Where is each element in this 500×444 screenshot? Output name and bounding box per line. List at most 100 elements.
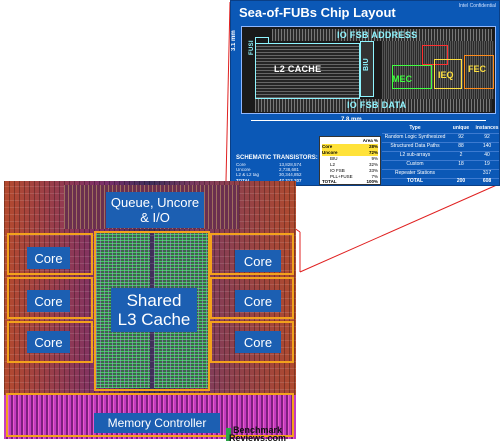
core-label-left-2: Core xyxy=(27,290,70,312)
fec-label: FEC xyxy=(468,64,486,74)
area-row-label: TOTAL xyxy=(322,179,337,184)
width-dimension-line xyxy=(251,120,486,121)
area-row-value: 72% xyxy=(368,150,378,155)
biu-region xyxy=(360,41,374,97)
instances-cell: 92 xyxy=(484,134,490,140)
core-label-right-2: Core xyxy=(235,290,281,312)
area-row-value: 33% xyxy=(368,168,378,173)
l2-cache-region xyxy=(255,43,360,99)
confidential-label: Intel Confidential xyxy=(458,3,496,9)
transistor-value-core: 13,828,574 xyxy=(279,162,302,167)
area-row: Uncore 72% xyxy=(322,150,378,156)
memory-outline xyxy=(6,393,294,437)
area-row-label: IO FSB xyxy=(330,168,345,173)
unique-cell: 200 xyxy=(456,178,466,184)
area-row: L2 32% xyxy=(322,162,378,168)
type-cell: Custom xyxy=(406,161,424,167)
transistor-label-l2: L2 & L2 tag xyxy=(236,172,260,177)
unique-cell: 18 xyxy=(458,161,464,167)
type-header: Type xyxy=(409,125,421,131)
area-header-text: Area % xyxy=(362,138,378,143)
area-row-label: Uncore xyxy=(322,150,338,155)
biu-label: BIU xyxy=(363,58,370,71)
table-row: Structured Data Paths 88 140 xyxy=(382,143,499,152)
area-row-label: PLL+FUSE xyxy=(330,174,353,179)
connector-line-bottom-right xyxy=(299,183,500,273)
unique-header: unique xyxy=(452,125,470,131)
transistor-total-value: 47,212,207 xyxy=(279,178,302,183)
type-table-header: Type unique instances xyxy=(382,125,499,134)
l2-cache-label: L2 CACHE xyxy=(274,64,322,74)
ieq-outline xyxy=(434,59,462,89)
io-fsb-data-region xyxy=(255,99,492,112)
chip-layout-inset: Sea-of-FUBs Chip Layout Intel Confidenti… xyxy=(230,0,500,186)
benchmark-logo-icon xyxy=(226,428,231,441)
core-label-left-3: Core xyxy=(27,331,70,353)
io-fsb-address-label: IO FSB ADDRESS xyxy=(337,30,418,40)
fec-outline xyxy=(464,55,494,89)
watermark-line2: Reviews.com xyxy=(229,433,287,443)
instances-header: instances xyxy=(475,125,499,131)
type-cell: L2 sub-arrays xyxy=(399,152,431,158)
queue-uncore-io-label: Queue, Uncore & I/O xyxy=(106,192,204,228)
instances-cell: 19 xyxy=(484,161,490,167)
area-row-value: 28% xyxy=(368,144,378,149)
fub-type-table: Type unique instances Random Logic Synth… xyxy=(382,125,499,185)
fub-red-outline xyxy=(422,45,448,65)
mec-outline xyxy=(392,65,432,89)
table-row: Custom 18 19 xyxy=(382,161,499,170)
type-cell: Random Logic Synthesized xyxy=(384,134,446,140)
transistor-total-label: TOTAL xyxy=(236,178,251,183)
area-row-label: L2 xyxy=(330,162,336,167)
core-fub-region xyxy=(382,41,494,99)
area-row-label: BIU xyxy=(330,156,338,161)
unique-cell xyxy=(448,170,474,178)
benchmark-watermark: Benchmark Reviews.com xyxy=(229,425,287,443)
instances-cell: 40 xyxy=(484,152,490,158)
core-outline-left-1 xyxy=(7,233,93,275)
core-outline-left-3 xyxy=(7,321,93,363)
memory-controller-label: Memory Controller xyxy=(94,413,220,433)
transistor-label-uncore: Uncore xyxy=(236,167,251,172)
unique-cell: 2 xyxy=(459,152,463,158)
area-row-value: 7% xyxy=(371,174,378,179)
l3-label-line2: L3 Cache xyxy=(117,310,191,329)
shared-l3-cache-label: Shared L3 Cache xyxy=(111,288,197,332)
core-label-right-3: Core xyxy=(235,331,281,353)
queue-label-line2: & I/O xyxy=(140,210,170,225)
core-label-right-1: Core xyxy=(235,250,281,272)
type-cell: Structured Data Paths xyxy=(390,143,440,149)
table-row: Random Logic Synthesized 92 92 xyxy=(382,134,499,143)
core-outline-left-2 xyxy=(7,277,93,319)
queue-label-line1: Queue, Uncore xyxy=(110,195,200,210)
transistor-value-uncore: 2,738,681 xyxy=(279,167,300,172)
io-fsb-data-label: IO FSB DATA xyxy=(347,100,407,110)
core-outline-right-2 xyxy=(210,277,294,319)
area-row-value: 100% xyxy=(366,179,378,184)
watermark-line1: Benchmark xyxy=(233,425,283,435)
area-row-value: 32% xyxy=(368,162,378,167)
io-fsb-address-region xyxy=(272,29,492,41)
core-outline-right-1 xyxy=(210,233,294,275)
unique-cell: 92 xyxy=(458,134,464,140)
table-row-total: TOTAL 200 608 xyxy=(382,178,499,185)
core-label-left-1: Core xyxy=(27,247,70,269)
table-row: L2 sub-arrays 2 40 xyxy=(382,152,499,161)
transistor-value-l2: 30,344,852 xyxy=(279,172,302,177)
instances-cell: 140 xyxy=(482,143,492,149)
l3-label-line1: Shared xyxy=(126,291,182,310)
mec-label: MEC xyxy=(392,74,412,84)
transistor-label-core: Core xyxy=(236,162,246,167)
area-row: TOTAL 100% xyxy=(322,179,378,185)
width-dimension-label: 7.8 mm xyxy=(341,117,362,123)
instances-cell: 608 xyxy=(482,178,492,184)
transistor-title: SCHEMATIC TRANSISTORS: xyxy=(236,155,318,161)
area-row: IO FSB 33% xyxy=(322,168,378,174)
height-dimension-label: 3.1 mm xyxy=(231,30,237,51)
unique-cell: 88 xyxy=(458,143,464,149)
area-header: Area % xyxy=(322,138,378,144)
table-row: Repeater Stations 317 xyxy=(382,170,499,179)
